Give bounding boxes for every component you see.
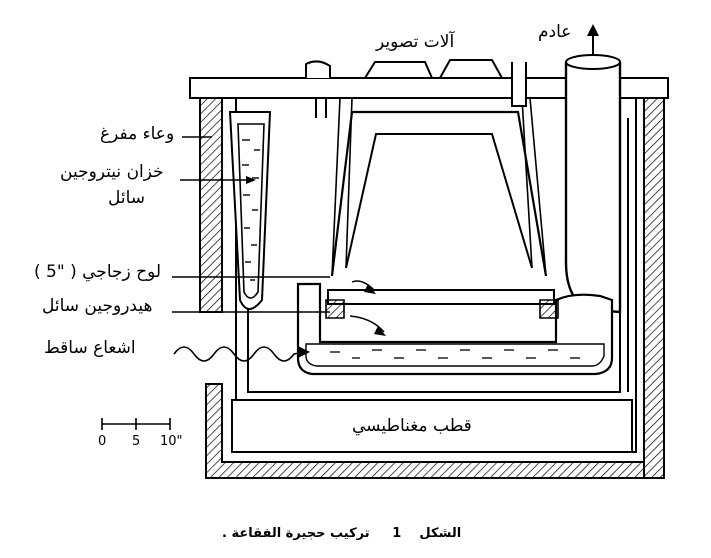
- leader-hydrogen: [172, 311, 385, 333]
- figure-caption: الشكل 1 تركيب حجيرة الفقاعة .: [222, 526, 461, 541]
- vessel-right-wall: [643, 97, 665, 479]
- scale-bar: [101, 418, 171, 430]
- leader-glass-plate: [172, 276, 375, 291]
- caption-figure-label: الشكل: [419, 526, 462, 541]
- caption-text: تركيب حجيرة الفقاعة .: [222, 526, 370, 541]
- arrowhead-glass-plate: [364, 284, 376, 294]
- camera-stand-outer: [330, 110, 548, 277]
- top-pipe-stem: [315, 98, 327, 118]
- scale-tick-0: 0: [98, 434, 107, 449]
- liquid-hydrogen-region: [305, 343, 605, 367]
- label-glass-plate: لوح زجاجي ( "5 ): [34, 262, 162, 282]
- caption-figure-number: 1: [392, 526, 402, 541]
- glass-plate-clamp-right: [539, 299, 559, 319]
- nitrogen-tank-inner: [237, 123, 265, 299]
- camera-stand-vertical-right: [521, 97, 547, 277]
- label-nitrogen-tank-line1: خزان نيتروجين: [60, 162, 164, 182]
- camera-mount-bracket: [511, 62, 527, 107]
- arrowhead-nitrogen: [246, 176, 256, 184]
- hydrogen-dashes: [330, 349, 580, 359]
- nitrogen-liquid-dashes: [242, 139, 260, 281]
- camera-stand-vertical-left: [331, 97, 353, 277]
- arrowhead-hydrogen: [374, 326, 386, 336]
- scale-tick-10: 10": [160, 434, 183, 449]
- glass-plate: [327, 289, 555, 305]
- label-vacuum-vessel: وعاء مفرغ: [100, 124, 175, 144]
- label-nitrogen-tank-line2: سائل: [108, 188, 146, 208]
- chamber-body: [296, 282, 614, 376]
- glass-plate-clamp-left: [325, 299, 345, 319]
- vessel-bottom-wall: [205, 383, 645, 479]
- camera-housing-left: [363, 61, 434, 79]
- label-camera: آلات تصوير: [376, 32, 455, 52]
- arrowhead-beam: [298, 346, 310, 358]
- top-pipe: [305, 60, 331, 78]
- inner-shield: [247, 300, 621, 393]
- label-incident-beam: اشعاع ساقط: [44, 338, 136, 358]
- magnet-pole: [231, 399, 633, 453]
- exhaust-arrowhead: [587, 24, 599, 36]
- vessel-left-wall: [199, 97, 223, 313]
- exhaust-pipe-top: [565, 54, 621, 70]
- camera-stand-inner: [345, 133, 533, 269]
- incident-beam-wave: [173, 346, 307, 362]
- label-magnet-pole: قطب مغناطيسي: [352, 416, 472, 436]
- scale-tick-5: 5: [132, 434, 141, 449]
- label-exhaust: عادم: [538, 22, 572, 42]
- label-liquid-hydrogen: هيدروجين سائل: [42, 296, 153, 316]
- camera-housing-right: [438, 59, 504, 79]
- exhaust-pipe: [564, 62, 622, 314]
